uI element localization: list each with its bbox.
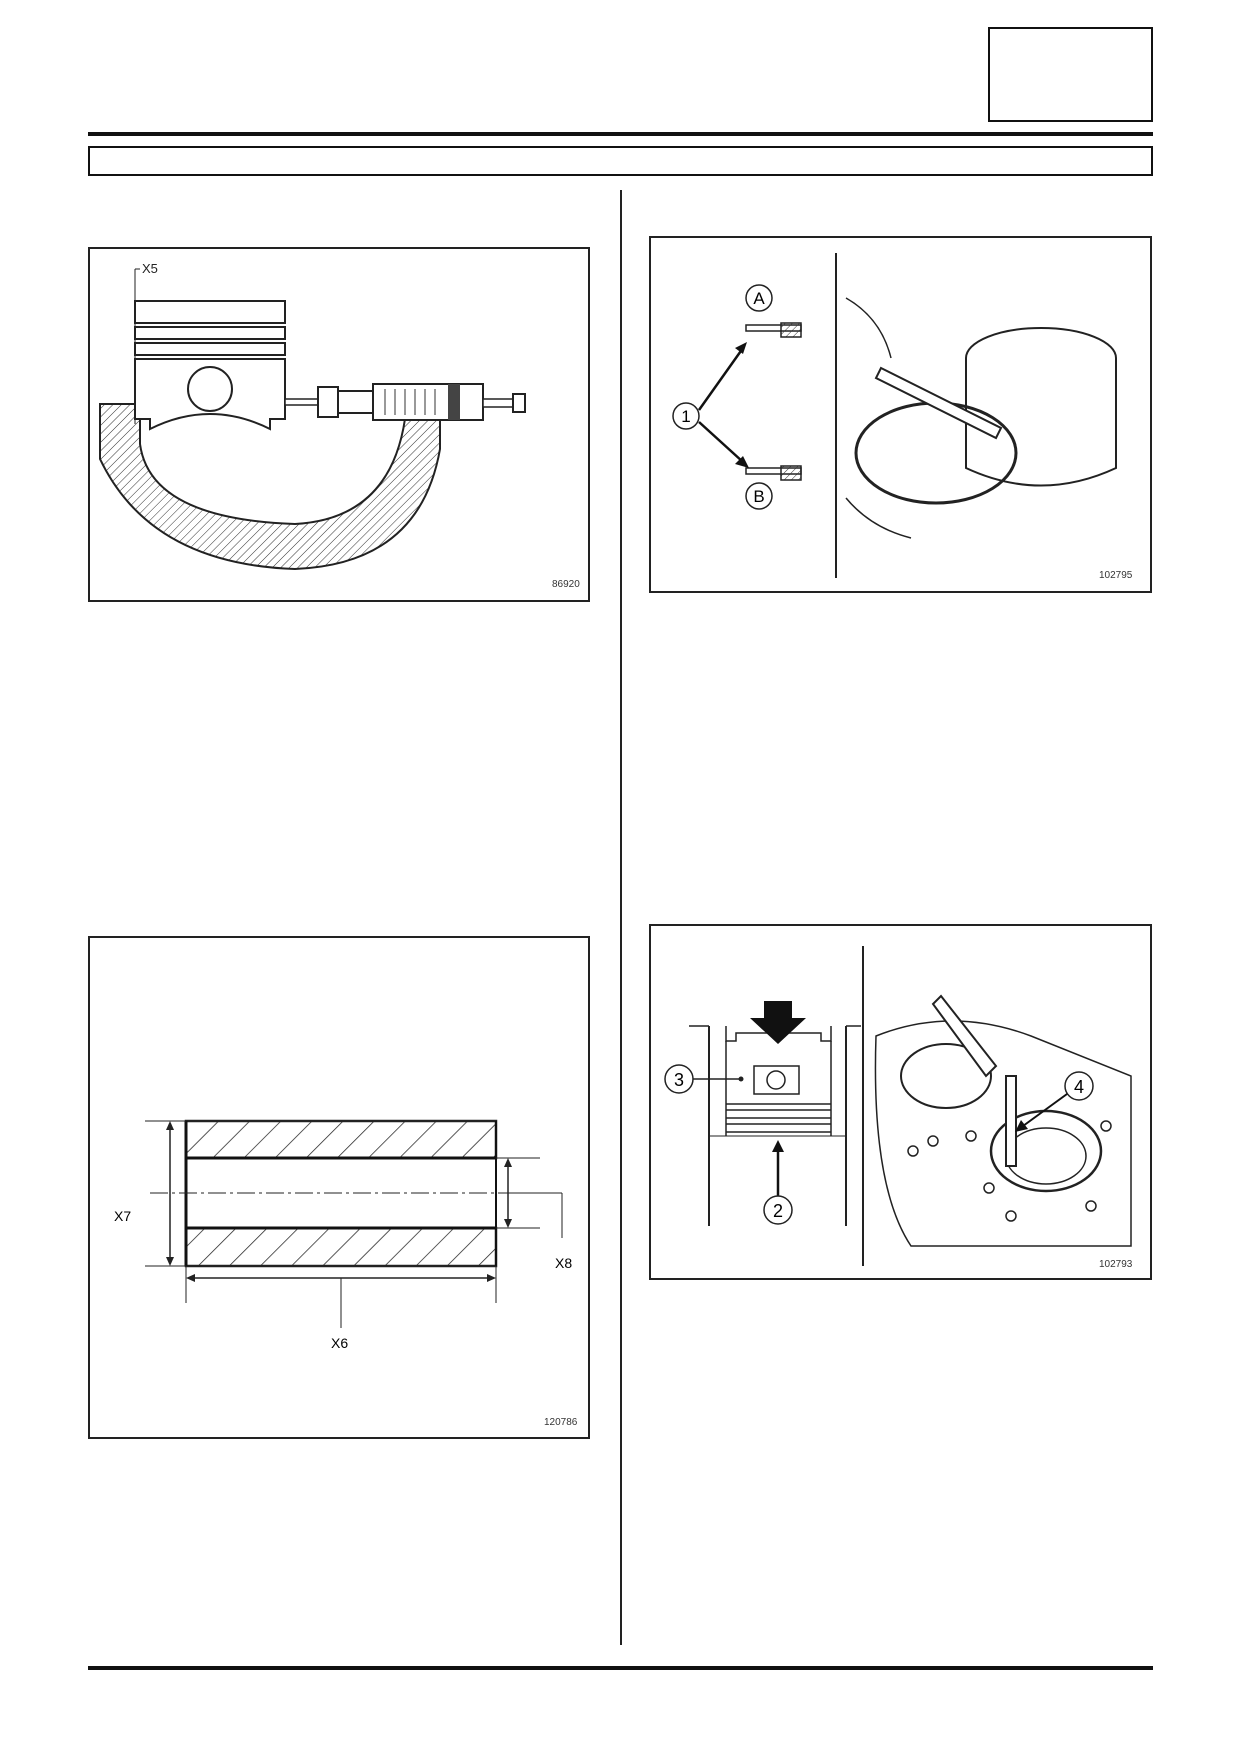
figure-code: 102793 (1099, 1259, 1133, 1270)
label-2: 2 (773, 1201, 783, 1221)
figure-bush-section: X7 X8 X6 120786 (88, 936, 590, 1439)
piston-micrometer-drawing: X5 (99, 261, 526, 571)
label-a: A (753, 289, 765, 308)
label-1: 1 (681, 407, 690, 426)
ring-orientation-drawing: A B 1 (672, 253, 1117, 578)
label-4: 4 (1074, 1077, 1084, 1097)
bush-section-drawing: X7 X8 X6 (114, 1119, 572, 1351)
header-rule (88, 132, 1153, 136)
figure-code: 120786 (544, 1417, 578, 1428)
figure-piston-micrometer: X5 86920 (88, 247, 590, 602)
label-x6: X6 (331, 1335, 348, 1351)
label-x7: X7 (114, 1208, 131, 1224)
figure-code: 86920 (552, 579, 580, 590)
micrometer-frame (99, 403, 441, 571)
figure-ring-orientation: A B 1 102795 (649, 236, 1152, 593)
label-b: B (753, 487, 764, 506)
section-title-bar (88, 146, 1153, 176)
figure-code: 102795 (1099, 570, 1133, 581)
page-number-box (988, 27, 1153, 122)
piston-insertion-drawing: 3 2 4 (664, 946, 1132, 1266)
micrometer-thimble (372, 383, 484, 421)
label-3: 3 (674, 1070, 684, 1090)
footer-rule (88, 1666, 1153, 1670)
column-divider (620, 190, 622, 1645)
figure-piston-insertion: 3 2 4 102793 (649, 924, 1152, 1280)
label-x8: X8 (555, 1255, 572, 1271)
label-x5: X5 (142, 261, 158, 276)
